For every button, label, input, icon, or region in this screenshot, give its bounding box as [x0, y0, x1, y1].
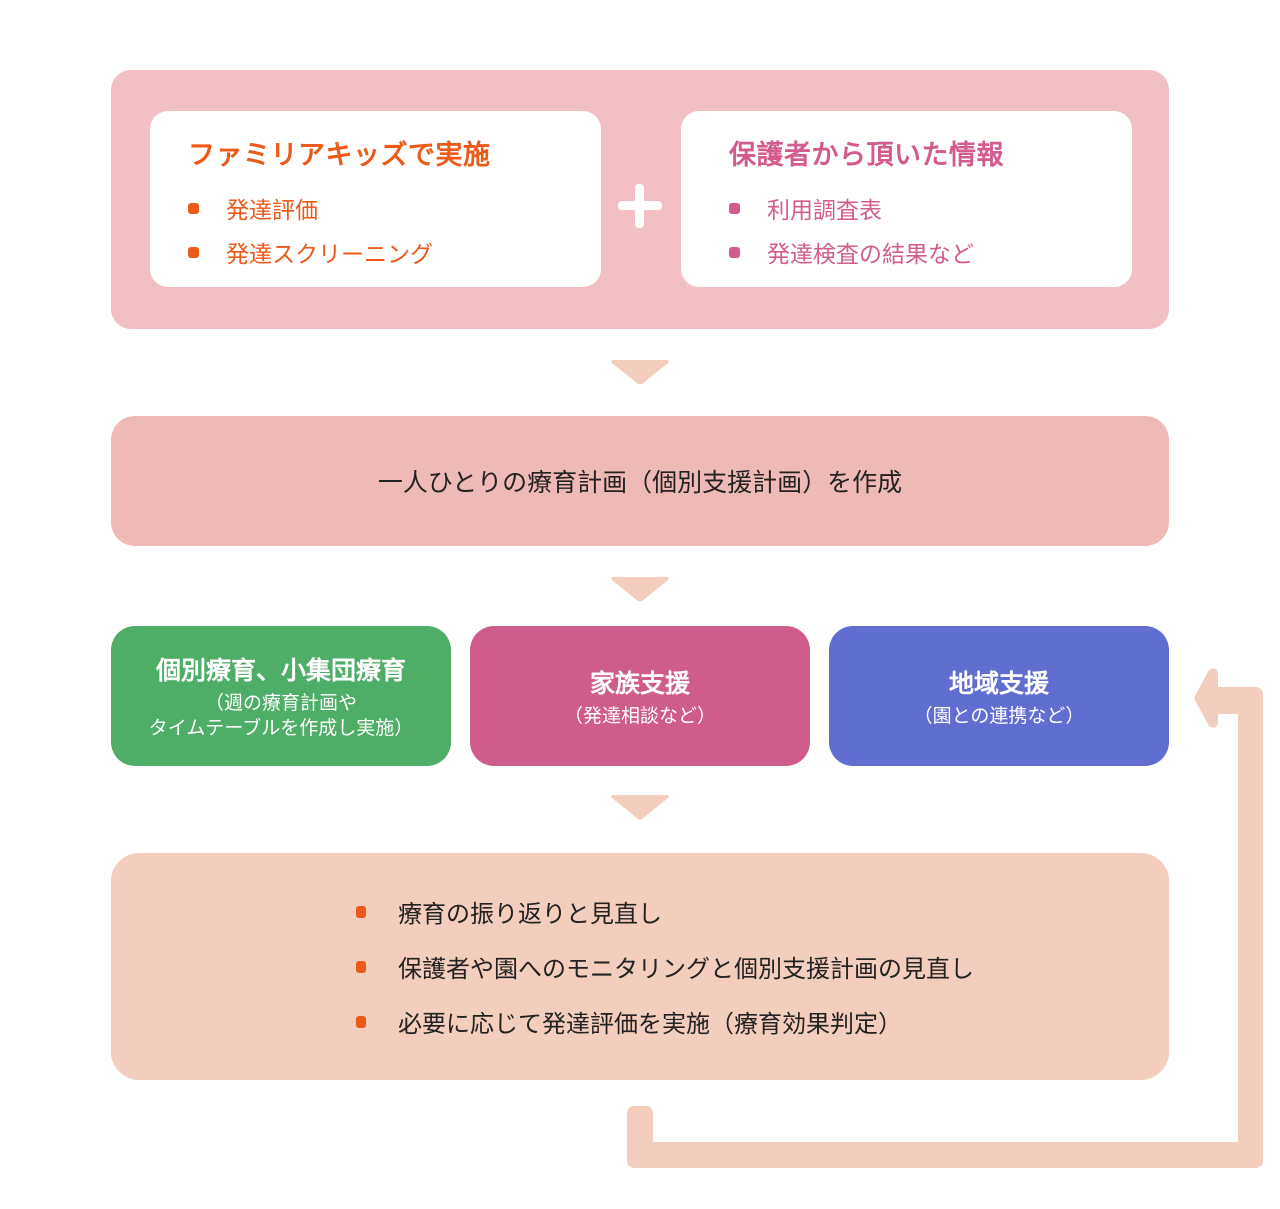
list-item-label: 必要に応じて発達評価を実施（療育効果判定） — [398, 1010, 902, 1038]
plus-icon — [618, 184, 662, 228]
guardian-info-card: 保護者から頂いた情報 利用調査表 発達検査の結果など — [681, 111, 1132, 287]
community-support-box: 地域支援 （園との連携など） — [829, 626, 1169, 766]
bullet-icon — [356, 905, 366, 918]
down-arrow-icon — [610, 577, 670, 602]
bullet-icon — [729, 246, 740, 258]
bullet-icon — [188, 202, 199, 214]
support-subtitle-line: （発達相談など） — [563, 704, 716, 727]
individual-therapy-box: 個別療育、小集団療育 （週の療育計画や タイムテーブルを作成し実施） — [111, 626, 451, 766]
support-subtitle-line: （園との連携など） — [913, 704, 1085, 727]
support-subtitle: （発達相談など） — [564, 704, 716, 729]
plan-box: 一人ひとりの療育計画（個別支援計画）を作成 — [111, 416, 1169, 546]
familiar-kids-card: ファミリアキッズで実施 発達評価 発達スクリーニング — [150, 111, 601, 287]
list-item-label: 保護者や園へのモニタリングと個別支援計画の見直し — [398, 955, 974, 983]
list-item-label: 発達検査の結果など — [767, 242, 974, 268]
support-title: 家族支援 — [589, 668, 690, 698]
bullet-icon — [356, 1015, 366, 1028]
down-arrow-icon — [610, 360, 670, 385]
support-subtitle: （週の療育計画や タイムテーブルを作成し実施） — [149, 691, 413, 741]
list-item: 利用調査表 — [729, 186, 1132, 230]
support-subtitle: （園との連携など） — [914, 704, 1085, 729]
list-item: 発達検査の結果など — [729, 230, 1132, 274]
bullet-icon — [188, 246, 199, 258]
support-subtitle-line: タイムテーブルを作成し実施） — [148, 717, 414, 739]
list-item: 必要に応じて発達評価を実施（療育効果判定） — [356, 994, 1169, 1049]
support-title: 個別療育、小集団療育 — [155, 656, 406, 685]
bullet-icon — [356, 960, 366, 973]
list-item: 発達評価 — [188, 186, 601, 230]
review-box: 療育の振り返りと見直し 保護者や園へのモニタリングと個別支援計画の見直し 必要に… — [111, 853, 1169, 1080]
support-title: 地域支援 — [948, 668, 1049, 698]
list-item: 発達スクリーニング — [188, 230, 601, 274]
list-item: 保護者や園へのモニタリングと個別支援計画の見直し — [356, 939, 1169, 994]
list-item-label: 利用調査表 — [767, 198, 882, 224]
family-support-box: 家族支援 （発達相談など） — [470, 626, 810, 766]
plan-text: 一人ひとりの療育計画（個別支援計画）を作成 — [377, 468, 903, 497]
list-item-label: 療育の振り返りと見直し — [398, 900, 662, 928]
list-item-label: 発達スクリーニング — [226, 242, 433, 268]
bullet-icon — [729, 202, 740, 214]
guardian-info-title: 保護者から頂いた情報 — [729, 140, 1004, 171]
familiar-kids-title: ファミリアキッズで実施 — [188, 140, 491, 171]
support-subtitle-line: （週の療育計画や — [204, 692, 357, 714]
list-item: 療育の振り返りと見直し — [356, 884, 1169, 939]
down-arrow-icon — [610, 795, 670, 820]
list-item-label: 発達評価 — [226, 198, 318, 224]
